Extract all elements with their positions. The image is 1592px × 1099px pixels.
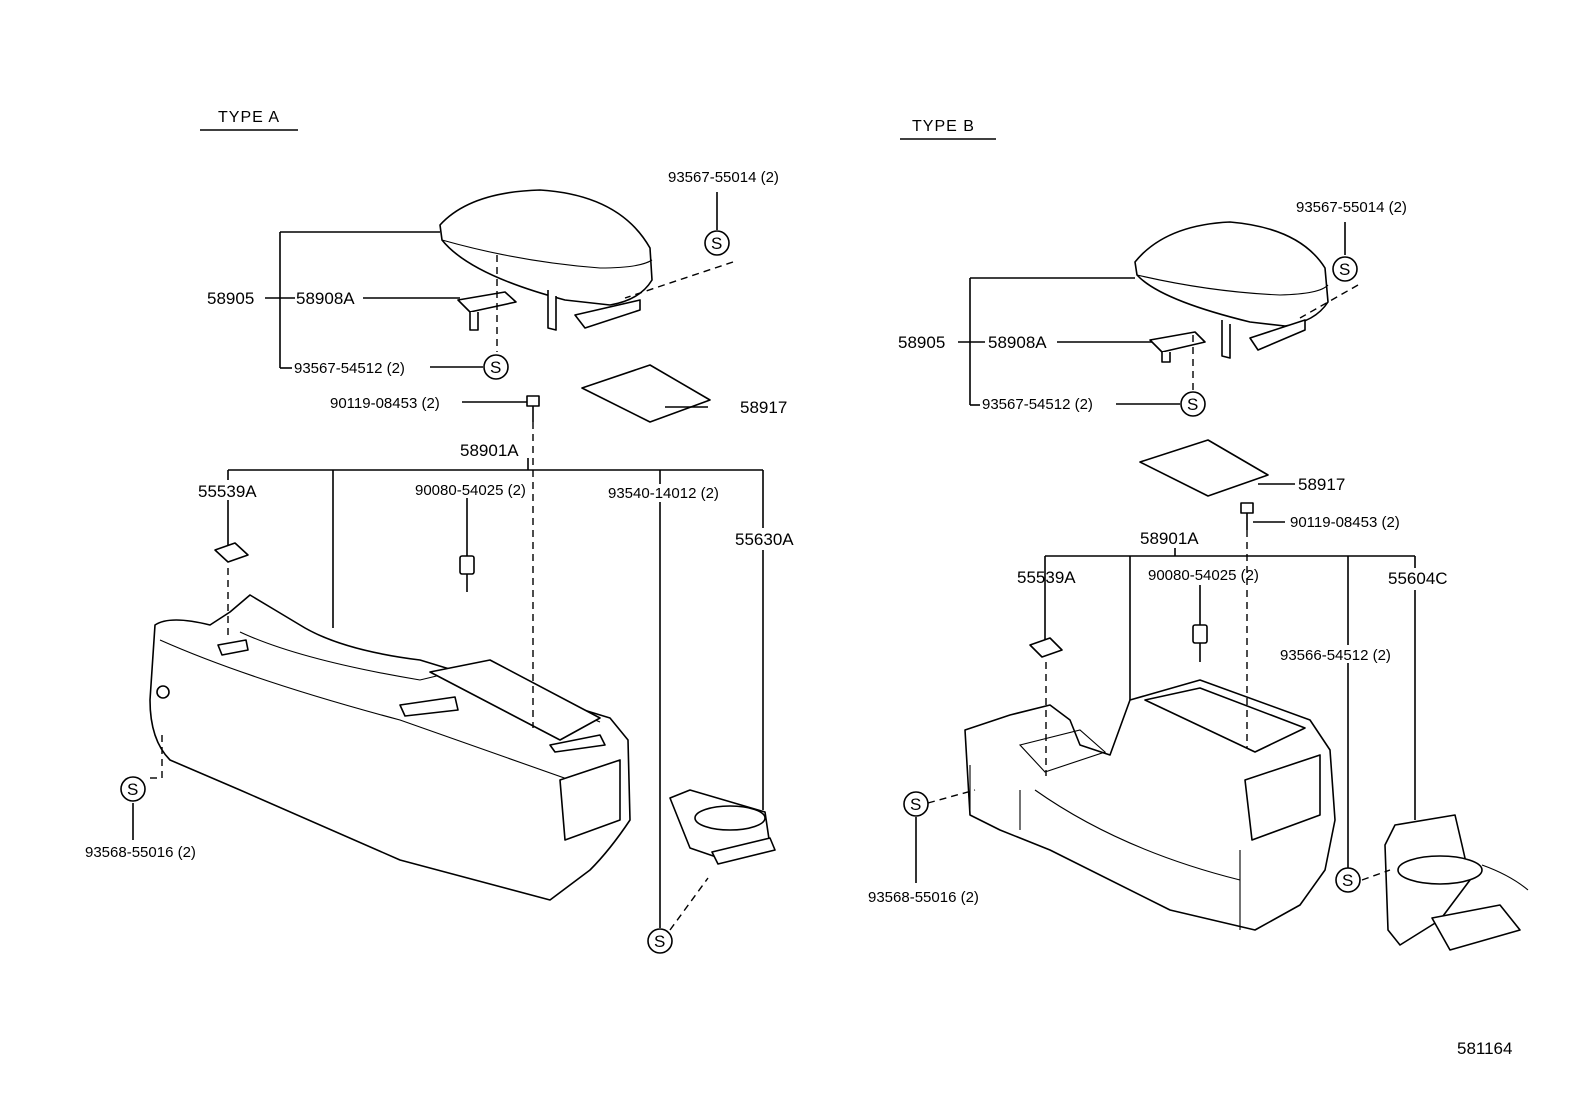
type-b-screw-hinge-symbol: S xyxy=(1180,391,1206,417)
type-a-label-lock: 90080-54025 (2) xyxy=(415,482,526,499)
svg-text:S: S xyxy=(490,358,501,377)
type-a-screw-hinge-symbol: S xyxy=(483,354,509,380)
svg-text:S: S xyxy=(910,795,921,814)
type-b-title: TYPE B xyxy=(912,118,975,135)
type-a-label-hinge: 58908A xyxy=(296,289,355,308)
type-b-armrest-lid xyxy=(1134,221,1329,359)
type-b-lock xyxy=(1192,624,1208,662)
type-a-bolt xyxy=(526,395,540,422)
svg-text:S: S xyxy=(711,234,722,253)
type-b-label-hinge: 58908A xyxy=(988,333,1047,352)
diagram-id: 581164 xyxy=(1457,1039,1512,1058)
type-b-label-screw-holder: 93566-54512 (2) xyxy=(1280,647,1391,664)
svg-text:S: S xyxy=(1342,871,1353,890)
type-a-screw-holder-symbol: S xyxy=(647,928,673,954)
type-a-console-body xyxy=(149,594,631,901)
type-b-label-screw-top: 93567-55014 (2) xyxy=(1296,199,1407,216)
type-a-label-clip: 55539A xyxy=(198,482,257,501)
type-a-label-armrest-assy: 58905 xyxy=(207,289,254,308)
svg-text:S: S xyxy=(1339,260,1350,279)
type-a-label-mat: 58917 xyxy=(740,398,787,417)
type-a-screw-side-symbol: S xyxy=(120,776,146,802)
type-a-mat xyxy=(581,364,711,423)
type-b-label-mat: 58917 xyxy=(1298,475,1345,494)
type-b-screw-side-symbol: S xyxy=(903,791,929,817)
type-b-cup-holder xyxy=(1384,814,1529,951)
type-b-group: TYPE B xyxy=(868,118,1529,951)
type-a-clip xyxy=(214,542,249,563)
svg-text:S: S xyxy=(127,780,138,799)
type-b-hinge-bracket xyxy=(1149,331,1206,363)
type-b-screw-top-symbol: S xyxy=(1332,256,1358,282)
type-b-label-cup-holder: 55604C xyxy=(1388,569,1448,588)
type-a-label-cup-holder: 55630A xyxy=(735,530,794,549)
type-a-armrest-lid xyxy=(439,189,653,331)
type-a-screw-top-symbol: S xyxy=(704,230,730,256)
svg-text:S: S xyxy=(1187,395,1198,414)
type-b-label-screw-hinge: 93567-54512 (2) xyxy=(982,396,1093,413)
type-b-label-clip: 55539A xyxy=(1017,568,1076,587)
type-b-label-armrest-assy: 58905 xyxy=(898,333,945,352)
type-b-label-screw-side: 93568-55016 (2) xyxy=(868,889,979,906)
type-b-clip xyxy=(1029,637,1063,658)
type-a-label-screw-side: 93568-55016 (2) xyxy=(85,844,196,861)
type-b-label-bolt: 90119-08453 (2) xyxy=(1290,514,1400,531)
type-a-group: TYPE A xyxy=(85,109,794,954)
type-a-lock xyxy=(459,555,475,592)
type-a-label-screw-holder: 93540-14012 (2) xyxy=(608,485,719,502)
type-b-label-lock: 90080-54025 (2) xyxy=(1148,567,1259,584)
svg-text:S: S xyxy=(654,932,665,951)
type-b-label-console-box: 58901A xyxy=(1140,529,1199,548)
type-a-hinge-bracket xyxy=(457,291,517,331)
type-b-bolt xyxy=(1240,502,1254,530)
type-a-title: TYPE A xyxy=(218,109,280,126)
type-a-cup-holder xyxy=(669,789,776,865)
type-a-label-bolt: 90119-08453 (2) xyxy=(330,395,440,412)
type-a-label-console-box: 58901A xyxy=(460,441,519,460)
type-a-label-screw-hinge: 93567-54512 (2) xyxy=(294,360,405,377)
type-b-screw-holder-symbol: S xyxy=(1335,867,1361,893)
type-b-mat xyxy=(1139,439,1269,497)
type-a-label-screw-top: 93567-55014 (2) xyxy=(668,169,779,186)
type-b-console-body xyxy=(964,679,1336,931)
